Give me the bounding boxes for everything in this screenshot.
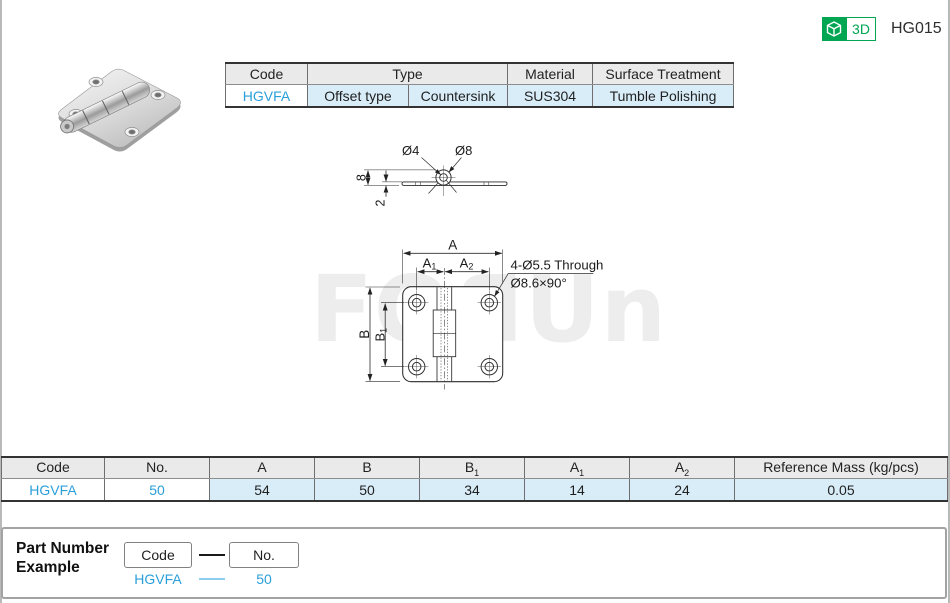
- dim-header-b: B: [314, 457, 420, 479]
- dash-separator-blue: [199, 578, 225, 580]
- spec-type2-value: Countersink: [407, 84, 509, 108]
- dim-b1-label: B1: [372, 328, 388, 342]
- dia-outer-label: Ø8: [455, 143, 472, 158]
- dim-a-label: A: [448, 238, 457, 253]
- part-number-example-title: Part Number Example: [16, 540, 110, 576]
- example-code-value: HGVFA: [134, 571, 182, 587]
- dim-b-value: 50: [314, 478, 420, 502]
- side-view-labels: Ø4 Ø8 8 2: [354, 143, 472, 206]
- hole-note-line2: Ø8.6×90°: [511, 276, 567, 291]
- example-no-value: 50: [256, 571, 272, 587]
- dim-b1-value: 34: [419, 478, 525, 502]
- dim-code-value[interactable]: HGVFA: [1, 478, 105, 502]
- dim-header-code: Code: [1, 457, 105, 479]
- hinge-barrel: [60, 81, 151, 134]
- dim-header-a1: A1: [524, 457, 630, 479]
- code-box: Code: [124, 542, 192, 568]
- part-number-example: Part Number Example Code No. HGVFA 50: [1, 527, 947, 599]
- technical-drawing: Ø4 Ø8 8 2: [354, 143, 604, 390]
- hole-note-line1: 4-Ø5.5 Through: [511, 258, 604, 273]
- side-view: [364, 157, 508, 197]
- spec-code-value[interactable]: HGVFA: [225, 84, 308, 108]
- dim-header-a2: A2: [629, 457, 735, 479]
- dim-a2-label: A2: [460, 256, 474, 272]
- plate-thickness-label: 2: [374, 199, 388, 206]
- dim-header-mass: Reference Mass (kg/pcs): [734, 457, 948, 479]
- dim-a2-value: 24: [629, 478, 735, 502]
- dia-inner-label: Ø4: [402, 143, 419, 158]
- 3d-badge-label: 3D: [846, 17, 876, 41]
- product-photo: [58, 68, 181, 152]
- spec-header-code: Code: [225, 63, 308, 85]
- cube-3d-icon: [822, 17, 846, 41]
- spec-data-row: HGVFA Offset type Countersink SUS304 Tum…: [225, 84, 735, 108]
- spec-header-surface: Surface Treatment: [592, 63, 735, 85]
- dim-a1-label: A1: [423, 256, 437, 272]
- dim-header-no: No.: [104, 457, 210, 479]
- dim-data-row: HGVFA 50 54 50 34 14 24 0.05: [1, 478, 948, 502]
- 3d-badge[interactable]: 3D: [822, 17, 876, 41]
- spec-type1-value: Offset type: [307, 84, 409, 108]
- front-view: [365, 249, 594, 390]
- spec-table: Code Type Material Surface Treatment HGV…: [225, 62, 735, 108]
- page-right-border: [948, 0, 950, 603]
- spec-header-row: Code Type Material Surface Treatment: [225, 63, 735, 85]
- spec-header-material: Material: [507, 63, 594, 85]
- knuckle-height-label: 8: [354, 174, 368, 181]
- spec-surface-value: Tumble Polishing: [592, 84, 735, 108]
- product-code: HG015: [891, 20, 942, 37]
- spec-header-type: Type: [306, 63, 509, 85]
- dim-b-label: B: [357, 330, 372, 339]
- dim-a-value: 54: [209, 478, 315, 502]
- dimension-table: Code No. A B B1 A1 A2 Reference Mass (kg…: [1, 456, 948, 502]
- no-box: No.: [229, 542, 299, 568]
- dim-header-row: Code No. A B B1 A1 A2 Reference Mass (kg…: [1, 457, 948, 479]
- dim-a1-value: 14: [524, 478, 630, 502]
- dim-mass-value: 0.05: [734, 478, 948, 502]
- dim-header-b1: B1: [419, 457, 525, 479]
- dim-header-a: A: [209, 457, 315, 479]
- dim-no-value[interactable]: 50: [104, 478, 210, 502]
- spec-material-value: SUS304: [507, 84, 594, 108]
- page-left-border: [0, 0, 2, 603]
- front-view-labels: A A1 A2 B B1 4-Ø5.5 Through Ø8.6×90°: [357, 238, 604, 342]
- dash-separator: [199, 554, 225, 556]
